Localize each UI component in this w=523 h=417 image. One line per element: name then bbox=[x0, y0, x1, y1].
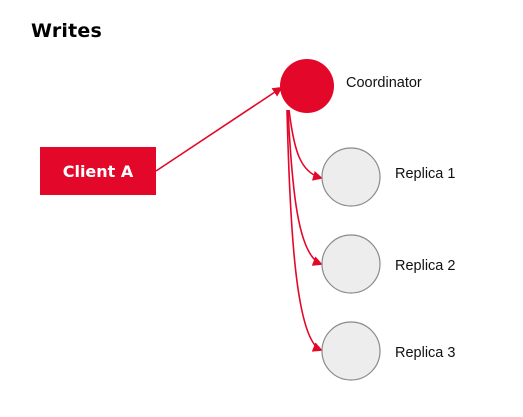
client-label: Client A bbox=[63, 162, 134, 181]
replica-3-label: Replica 3 bbox=[395, 345, 456, 361]
client-node: Client A bbox=[40, 147, 156, 195]
edge-coordinator-to-replica-2 bbox=[287, 109, 323, 266]
edge-coordinator-to-replica-3 bbox=[286, 109, 323, 352]
coordinator-label: Coordinator bbox=[346, 75, 422, 91]
edge-client-to-coordinator bbox=[155, 86, 283, 172]
diagram-title: Writes bbox=[31, 20, 102, 42]
replica-1-node bbox=[321, 147, 381, 207]
replica-3-node bbox=[321, 321, 381, 381]
replica-2-label: Replica 2 bbox=[395, 258, 456, 274]
replica-1-label: Replica 1 bbox=[395, 166, 456, 182]
coordinator-node bbox=[280, 59, 334, 113]
edge-coordinator-to-replica-1 bbox=[288, 109, 323, 181]
client-box bbox=[40, 147, 156, 195]
replica-2-node bbox=[321, 234, 381, 294]
